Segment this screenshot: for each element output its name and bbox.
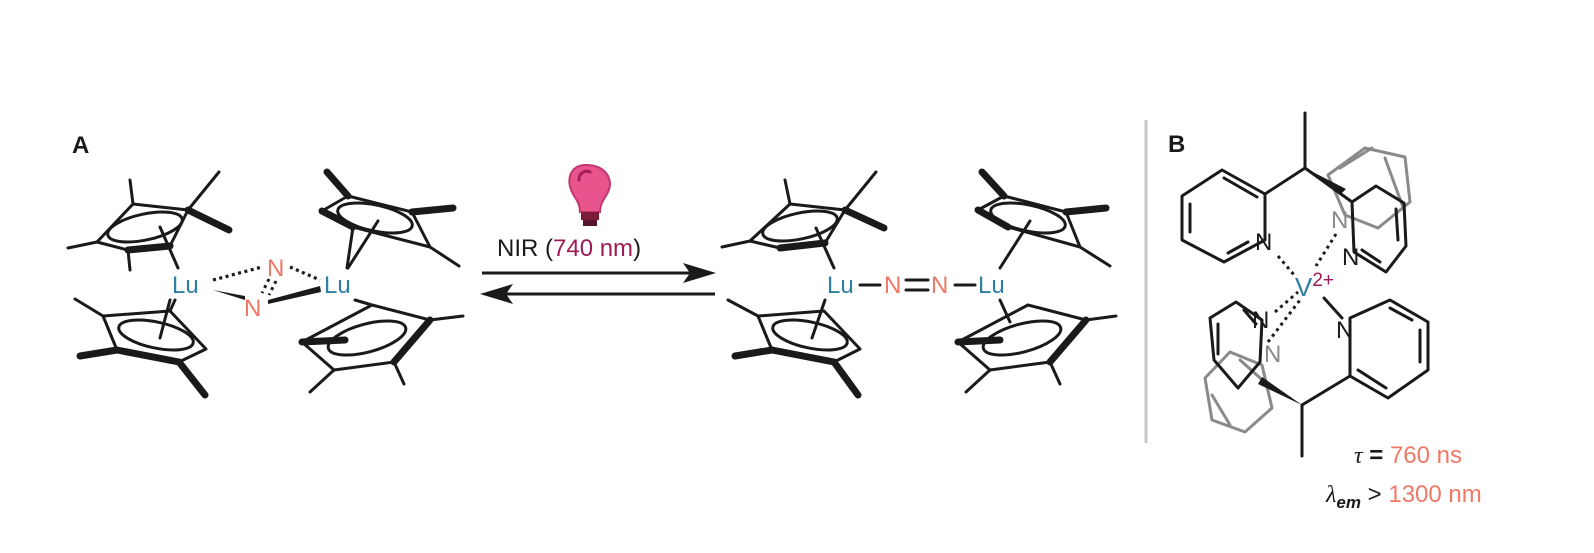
nitrogen-atom: N	[1255, 229, 1272, 256]
nitrogen-atom: N	[1336, 317, 1353, 344]
cp-star-ring	[974, 168, 1112, 270]
emission-label: λem > 1300 nm	[1325, 481, 1482, 512]
nitrogen-atom: N	[884, 272, 901, 299]
cp-star-ring	[66, 170, 233, 272]
nitrogen-atom: N	[244, 295, 261, 322]
cp-star-ring	[720, 170, 888, 270]
pyridine-ring	[1180, 168, 1267, 264]
pyridine-ring	[1350, 184, 1408, 274]
cp-star-ring	[73, 297, 209, 399]
nitrogen-atom: N	[931, 272, 948, 299]
lightbulb-icon	[568, 163, 611, 226]
left-lutetium-complex: Lu Lu N N	[66, 168, 465, 399]
cp-star-ring	[298, 298, 465, 394]
lutetium-atom: Lu	[172, 272, 199, 299]
vanadium-complex: N N N N N N V2+	[1180, 111, 1430, 458]
panel-label-b: B	[1168, 131, 1185, 158]
nitrogen-atom: N	[267, 255, 284, 282]
lifetime-label: τ = 760 ns	[1354, 442, 1462, 469]
right-lutetium-complex: Lu N N Lu	[720, 168, 1118, 399]
arrow-condition: NIR (740 nm)	[497, 235, 641, 262]
nitrogen-atom: N	[1252, 307, 1269, 334]
cp-star-ring	[726, 298, 862, 399]
equilibrium-arrows	[480, 263, 716, 304]
lutetium-atom: Lu	[978, 272, 1005, 299]
pyridine-ring	[1208, 300, 1264, 390]
nitrogen-atom: N	[1331, 207, 1348, 234]
cp-star-ring	[954, 298, 1118, 394]
pyridine-ring	[1348, 298, 1430, 400]
pyridine-ring-back	[1203, 350, 1274, 434]
nitrogen-atom: N	[1342, 244, 1359, 271]
lutetium-atom: Lu	[324, 272, 351, 299]
cp-star-ring	[318, 168, 461, 270]
lutetium-atom: Lu	[827, 272, 854, 299]
nitrogen-atom: N	[1264, 341, 1281, 368]
panel-label-a: A	[72, 132, 89, 159]
vanadium-atom: V2+	[1295, 270, 1334, 302]
